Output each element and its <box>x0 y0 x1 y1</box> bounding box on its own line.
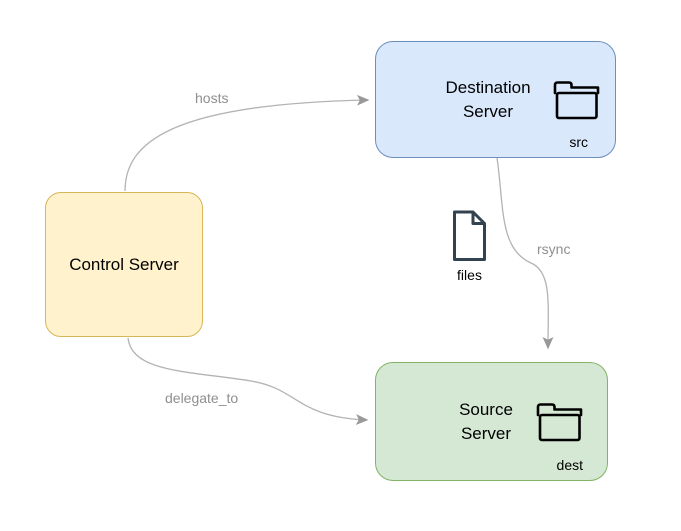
node-badge-dest: dest <box>556 457 583 473</box>
files-label: files <box>457 267 482 283</box>
folder-icon <box>553 80 600 120</box>
files-artifact: files <box>437 210 502 283</box>
node-content: Source Server <box>376 363 607 480</box>
node-label-destination-server: Destination Server <box>445 77 531 121</box>
edge-delegate-to <box>127 337 369 425</box>
node-label-control-server: Control Server <box>69 254 179 274</box>
node-destination-server: Destination Server src <box>375 41 616 158</box>
node-label-source-server: Source Server <box>459 399 513 443</box>
node-source-server: Source Server dest <box>375 362 608 481</box>
node-content: Destination Server <box>376 42 615 157</box>
node-control-server: Control Server <box>45 192 203 337</box>
node-badge-src: src <box>569 134 588 150</box>
edge-label-rsync: rsync <box>537 241 571 257</box>
edge-label-delegate-to: delegate_to <box>165 390 239 406</box>
edge-label-hosts: hosts <box>195 90 229 106</box>
folder-icon <box>536 402 583 442</box>
document-icon <box>452 210 487 262</box>
edge-hosts <box>124 94 370 192</box>
